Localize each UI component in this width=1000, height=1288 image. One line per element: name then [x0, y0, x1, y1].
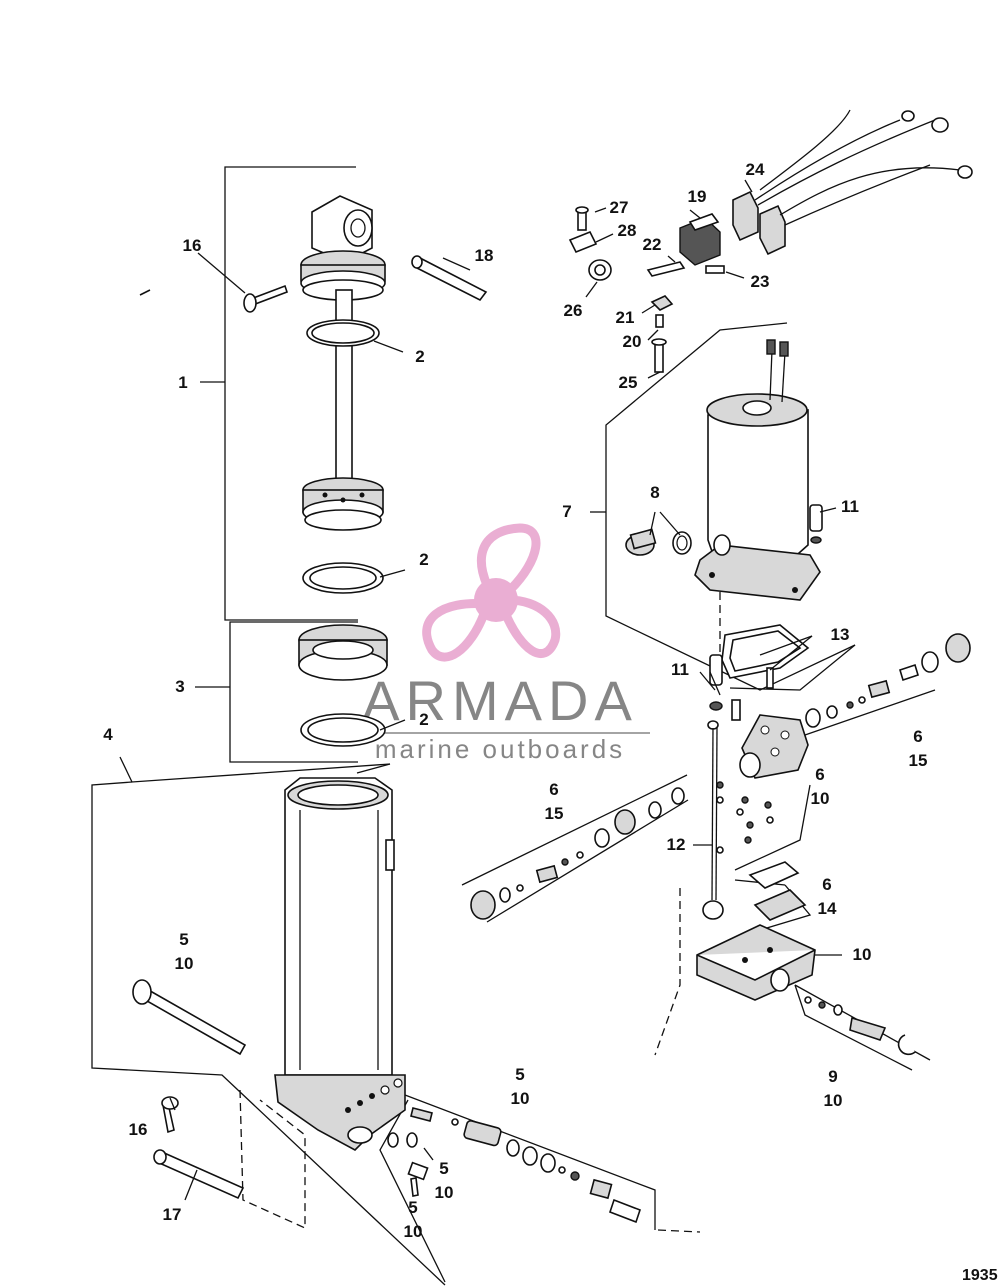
- callout-c5a-line-0: 5: [179, 930, 188, 949]
- callout-c5b-line-1: 10: [511, 1089, 530, 1108]
- o-ring-upper: [306, 319, 380, 347]
- callout-c6d-line-1: 14: [818, 899, 837, 918]
- pump-body: [739, 714, 809, 779]
- small-hardware-20-28: [568, 206, 725, 373]
- valve-15-left: [470, 787, 685, 920]
- valve-9-components: [804, 996, 916, 1056]
- propeller-blade-right: [499, 595, 561, 658]
- figure-number: 1935: [962, 1267, 998, 1284]
- manifold-block-10: [696, 924, 816, 1001]
- callout-c21-line-0: 21: [616, 308, 635, 327]
- callout-c19-line-0: 19: [688, 187, 707, 206]
- callout-labels: 1222345105105105106156156106147891010111…: [103, 160, 927, 1241]
- pump-motor: [694, 339, 821, 601]
- callout-c2b-line-0: 2: [419, 550, 428, 569]
- end-cap: [298, 624, 388, 681]
- fill-plug-8: [625, 528, 692, 556]
- callout-c17-line-0: 17: [163, 1205, 182, 1224]
- gasket-14: [748, 861, 807, 921]
- screw-11-upper: [809, 504, 823, 544]
- propeller-icon: [422, 523, 561, 662]
- callout-c5c-line-1: 10: [435, 1183, 454, 1202]
- callout-c23-line-0: 23: [751, 272, 770, 291]
- relay-19: [679, 213, 721, 266]
- callout-c2c-line-0: 2: [419, 710, 428, 729]
- watermark-brand: ARMADA: [362, 669, 638, 732]
- callout-c8-line-0: 8: [650, 483, 659, 502]
- callout-c6d-line-0: 6: [822, 875, 831, 894]
- callout-c9-line-1: 10: [824, 1091, 843, 1110]
- pin-18: [411, 255, 488, 302]
- callout-c20-line-0: 20: [623, 332, 642, 351]
- group-brackets: [91, 166, 936, 1286]
- callout-c6c-line-0: 6: [815, 765, 824, 784]
- check-valve-small-parts: [716, 781, 774, 854]
- callout-c18-line-0: 18: [475, 246, 494, 265]
- propeller-hub: [474, 578, 518, 622]
- callout-c16b-line-0: 16: [129, 1120, 148, 1139]
- callout-c5a-line-1: 10: [175, 954, 194, 973]
- callout-c22-line-0: 22: [643, 235, 662, 254]
- callout-c9-line-0: 9: [828, 1067, 837, 1086]
- callout-c6a-line-0: 6: [549, 780, 558, 799]
- callout-c26-line-0: 26: [564, 301, 583, 320]
- callout-c5d-line-1: 10: [404, 1222, 423, 1241]
- callout-c4-line-0: 4: [103, 725, 113, 744]
- propeller-blade-left: [422, 598, 495, 662]
- o-ring-lower: [300, 713, 386, 747]
- callout-c25-line-0: 25: [619, 373, 638, 392]
- callout-c5d-line-0: 5: [408, 1198, 417, 1217]
- callout-c10-line-0: 10: [853, 945, 872, 964]
- bottom-valve-components: [387, 1107, 642, 1224]
- callout-c6c-line-1: 10: [811, 789, 830, 808]
- callout-c12-line-0: 12: [667, 835, 686, 854]
- callout-c3-line-0: 3: [175, 677, 184, 696]
- callout-c13-line-0: 13: [831, 625, 850, 644]
- watermark-logo: ARMADA marine outboards: [350, 523, 650, 764]
- o-ring-middle: [302, 562, 384, 594]
- pin-16-upper: [243, 284, 289, 313]
- screw-11-lower: [709, 654, 723, 711]
- callout-c2a-line-0: 2: [415, 347, 424, 366]
- callout-c24-line-0: 24: [746, 160, 765, 179]
- callout-c11a-line-0: 11: [841, 497, 859, 516]
- callout-c6b-line-1: 15: [909, 751, 928, 770]
- valve-15-right: [805, 633, 971, 728]
- callout-c5c-line-0: 5: [439, 1159, 448, 1178]
- propeller-blade-top: [476, 523, 541, 607]
- callout-c6a-line-1: 15: [545, 804, 564, 823]
- trim-cylinder-rod-assembly: [300, 195, 386, 531]
- callout-leaders: [169, 179, 842, 1201]
- callout-c7-line-0: 7: [562, 502, 571, 521]
- callout-c1-line-0: 1: [178, 373, 187, 392]
- watermark-tagline: marine outboards: [375, 734, 625, 764]
- callout-c5b-line-0: 5: [515, 1065, 524, 1084]
- wiring-harness-24: [732, 109, 973, 256]
- pin-16-lower: [161, 1096, 179, 1134]
- callout-c28-line-0: 28: [618, 221, 637, 240]
- long-bolt: [132, 289, 247, 1056]
- pin-17: [153, 1149, 245, 1200]
- callout-c11b-line-0: 11: [671, 660, 689, 679]
- callout-c27-line-0: 27: [610, 198, 629, 217]
- callout-c16a-line-0: 16: [183, 236, 202, 255]
- callout-c6b-line-0: 6: [913, 727, 922, 746]
- ground-strap-12: [702, 699, 741, 920]
- cylinder-housing: [274, 777, 406, 1151]
